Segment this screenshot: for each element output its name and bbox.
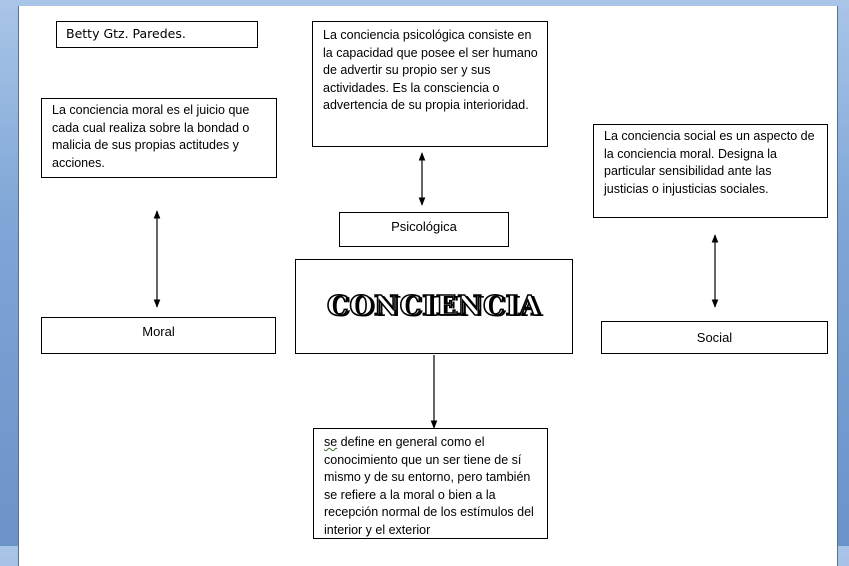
concept-center-box: CONCIENCIA (295, 259, 573, 354)
psychological-label-box: Psicológica (339, 212, 509, 247)
connector-arrows (153, 152, 719, 429)
psychological-definition-box: La conciencia psicológica consiste en la… (312, 21, 548, 147)
moral-definition-box: La conciencia moral es el juicio que cad… (41, 98, 277, 178)
moral-definition: La conciencia moral es el juicio que cad… (52, 103, 250, 170)
author-box: Betty Gtz. Paredes. (56, 21, 258, 48)
social-label-box: Social (601, 321, 828, 354)
author-name: Betty Gtz. Paredes. (66, 26, 186, 41)
concept-title: CONCIENCIA (326, 290, 542, 323)
general-definition: define en general como el conocimiento q… (324, 435, 534, 537)
general-definition-box: se define en general como el conocimient… (313, 428, 548, 539)
moral-label-box: Moral (41, 317, 276, 354)
psychological-definition: La conciencia psicológica consiste en la… (323, 28, 538, 112)
general-first-word: se (324, 435, 338, 449)
psychological-label: Psicológica (391, 219, 457, 234)
social-label: Social (696, 330, 733, 345)
moral-label: Moral (142, 324, 175, 339)
social-definition-box: La conciencia social es un aspecto de la… (593, 124, 828, 218)
social-definition: La conciencia social es un aspecto de la… (604, 129, 815, 196)
